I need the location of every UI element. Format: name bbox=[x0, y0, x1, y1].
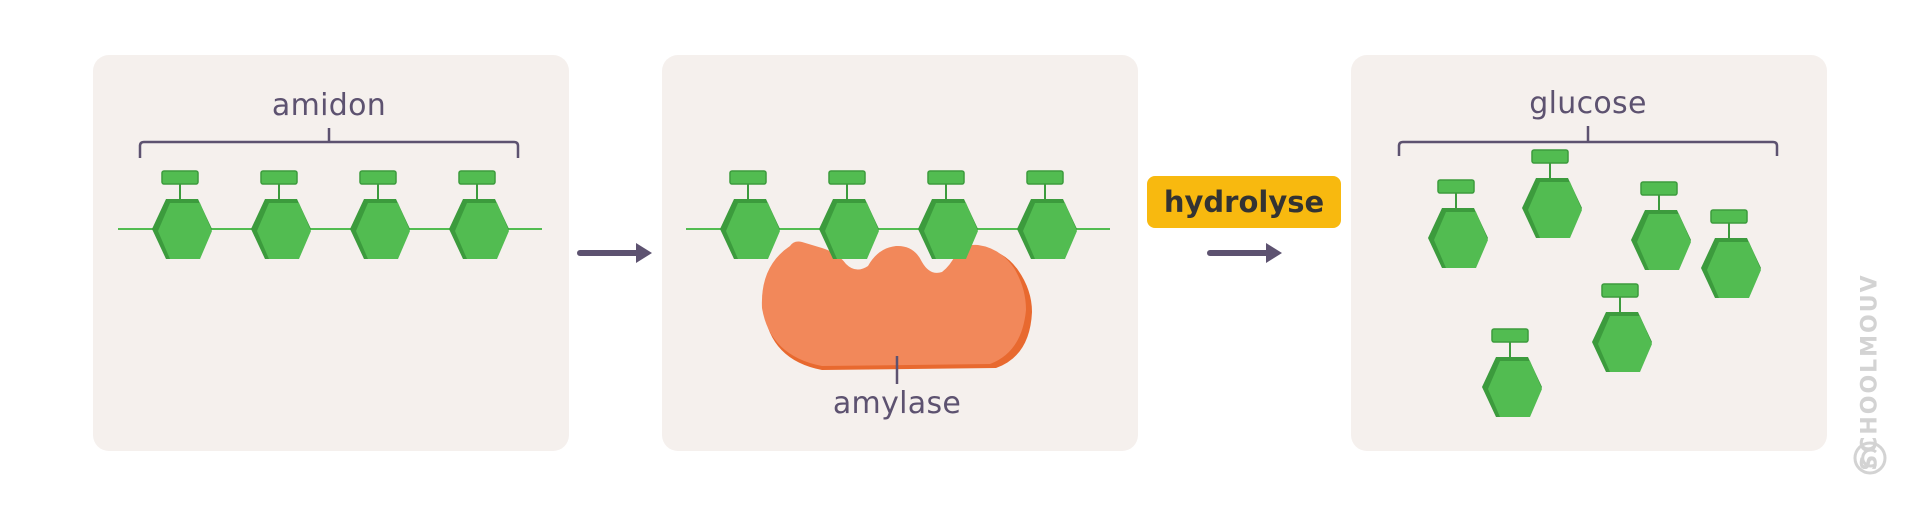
enzyme-glucose-unit-4 bbox=[1016, 170, 1078, 260]
starch-glucose-unit-2 bbox=[250, 170, 312, 260]
enzyme-glucose-unit-3 bbox=[917, 170, 979, 260]
watermark: SCHOOLMOUV bbox=[1852, 262, 1888, 482]
amylase-enzyme bbox=[761, 241, 1032, 370]
starch-bracket bbox=[138, 128, 520, 158]
free-glucose-molecules bbox=[1427, 149, 1762, 418]
arrow-right-icon bbox=[577, 243, 652, 263]
free-glucose-5 bbox=[1591, 283, 1653, 373]
amylase-label: amylase bbox=[832, 386, 962, 421]
free-glucose-2 bbox=[1521, 149, 1583, 239]
starch-glucose-unit-4 bbox=[448, 170, 510, 260]
free-glucose-6 bbox=[1481, 328, 1543, 418]
free-glucose-1 bbox=[1427, 179, 1489, 269]
starch-glucose-unit-3 bbox=[349, 170, 411, 260]
starch-label: amidon bbox=[271, 88, 387, 123]
free-glucose-4 bbox=[1700, 209, 1762, 299]
free-glucose-3 bbox=[1630, 181, 1692, 271]
arrow-right-icon bbox=[1207, 243, 1282, 263]
starch-chain bbox=[118, 170, 542, 260]
enzyme-glucose-unit-2 bbox=[818, 170, 880, 260]
enzyme-glucose-unit-1 bbox=[719, 170, 781, 260]
hydrolysis-badge: hydrolyse bbox=[1147, 176, 1341, 228]
watermark-text: SCHOOLMOUV bbox=[1857, 273, 1883, 471]
glucose-label: glucose bbox=[1529, 86, 1647, 121]
enzyme-chain bbox=[686, 170, 1110, 260]
glucose-bracket bbox=[1397, 126, 1779, 156]
starch-glucose-unit-1 bbox=[151, 170, 213, 260]
copyright-icon bbox=[1853, 441, 1887, 475]
